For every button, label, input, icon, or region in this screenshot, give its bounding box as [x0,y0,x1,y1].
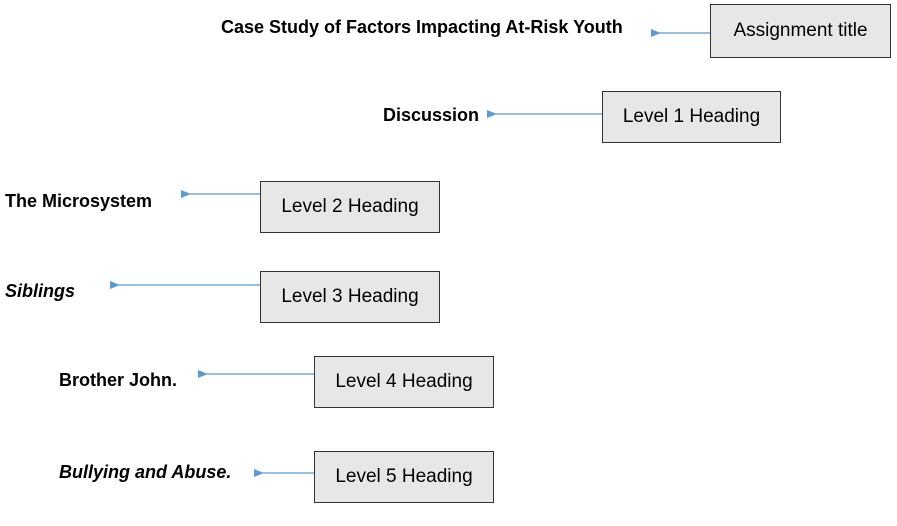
level-4-label-box: Level 4 Heading [314,356,494,408]
level-5-heading-example: Bullying and Abuse. [59,462,232,482]
level-5-label-box: Level 5 Heading [314,451,494,503]
level-3-label-box: Level 3 Heading [260,271,440,323]
level-3-heading-example: Siblings [5,281,76,301]
assignment-title-heading: Case Study of Factors Impacting At-Risk … [221,17,623,37]
level-1-label-box: Level 1 Heading [602,91,781,143]
assignment-title-label-box: Assignment title [710,4,891,58]
level-2-heading-example: The Microsystem [5,191,153,211]
level-4-heading-example: Brother John. [59,370,178,390]
level-1-heading-example: Discussion [383,105,480,125]
level-2-label-box: Level 2 Heading [260,181,440,233]
